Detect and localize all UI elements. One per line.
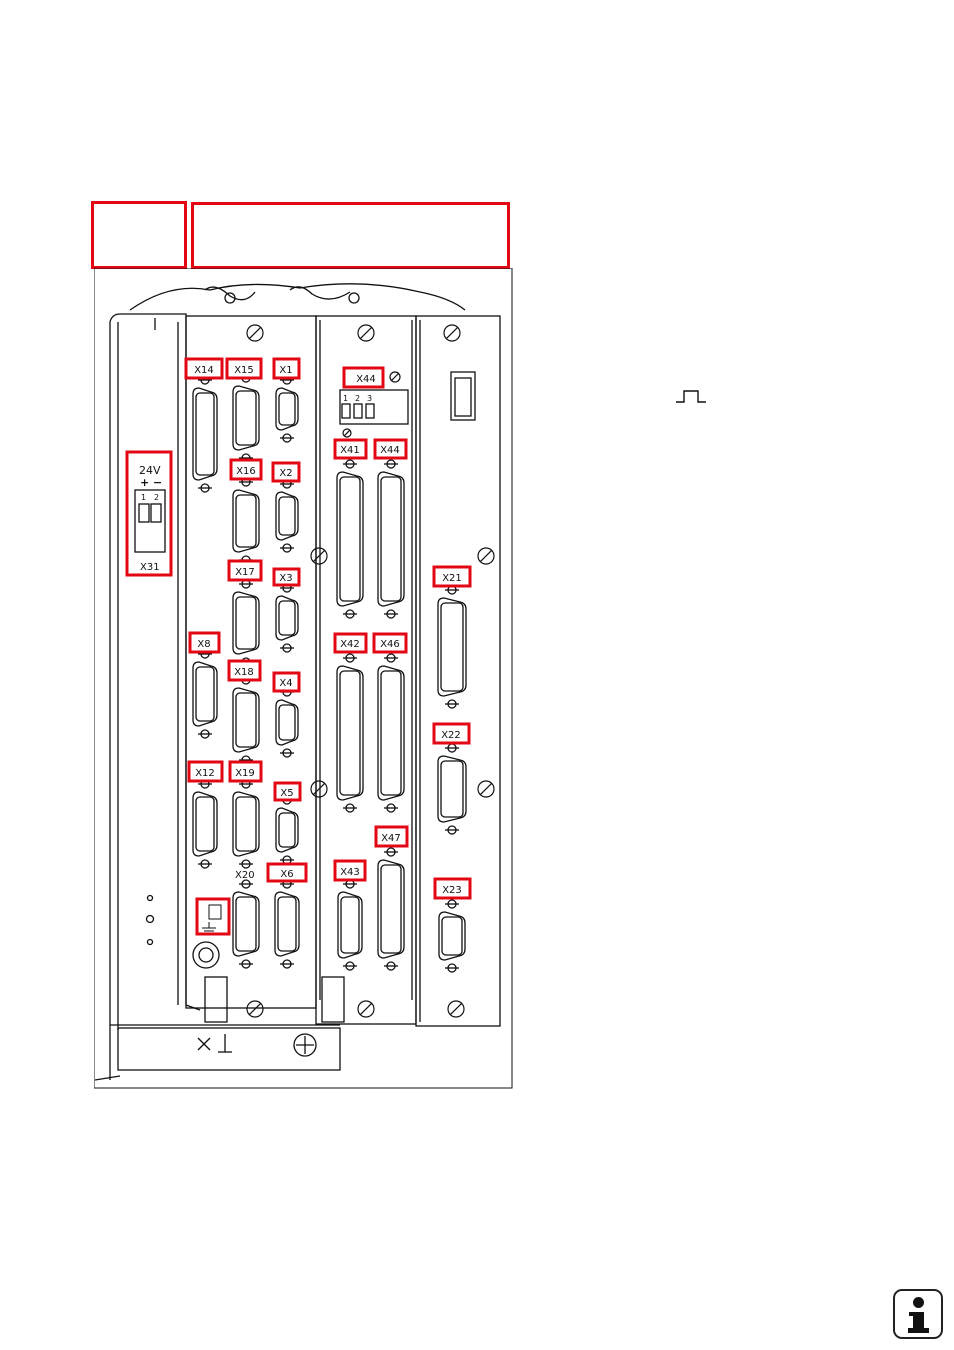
plug-x16 [232, 477, 260, 565]
screw-dip [389, 371, 401, 383]
connector-label-x15: X15 [234, 365, 254, 376]
plug-x19 [232, 779, 260, 869]
plug-x5 [275, 795, 299, 865]
connector-label-x17: X17 [235, 567, 255, 578]
plug-x18 [232, 675, 260, 765]
plug-x22 [437, 743, 467, 835]
connector-label-x20: X20 [235, 870, 255, 881]
info-icon [893, 1289, 943, 1339]
plug-x44 [377, 459, 405, 619]
plug-x4 [275, 687, 299, 758]
plug-x23 [438, 899, 466, 973]
connector-label-x18: X18 [234, 667, 254, 678]
header-box-left [91, 201, 187, 269]
plug-x17 [232, 579, 260, 667]
square-pulse-icon [676, 390, 706, 403]
plug-x1 [275, 375, 299, 443]
screw-slot3-top [443, 324, 461, 342]
panel-screws [246, 324, 495, 1018]
plug-x20 [232, 879, 260, 969]
screw-slot2-mid1 [310, 547, 328, 565]
connector-label-x43: X43 [340, 867, 360, 878]
connector-label-x44-top: X44 [356, 374, 376, 385]
screw-slot2-bottom [357, 1000, 375, 1018]
plug-x21 [437, 585, 467, 709]
connector-label-x46: X46 [380, 639, 400, 650]
connector-label-x3: X3 [279, 573, 292, 584]
plug-x41 [336, 459, 364, 619]
hardware-front-panel-diagram: 24V + − 1 2 X31 1 2 3 X20 X14 X15 X1 X16… [94, 268, 513, 1089]
power-pin-1: 1 [141, 493, 146, 502]
plug-x2 [275, 479, 299, 553]
screw-slot2-top [357, 324, 375, 342]
connector-label-x6: X6 [280, 869, 293, 880]
screw-slot3-mid1 [477, 547, 495, 565]
connector-label-x8: X8 [197, 639, 210, 650]
plug-x8 [192, 649, 218, 739]
connector-label-x19: X19 [235, 768, 255, 779]
plug-x12 [192, 779, 218, 869]
plug-x6 [274, 879, 300, 969]
connector-label-x1: X1 [279, 365, 292, 376]
connector-label-x23: X23 [442, 885, 462, 896]
connector-label-x12: X12 [195, 768, 215, 779]
header-box-right [191, 202, 510, 269]
power-terminal-name: X31 [140, 562, 160, 573]
connector-label-x47: X47 [381, 833, 401, 844]
plug-x3 [275, 583, 299, 653]
plug-x46 [377, 653, 405, 813]
screw-slot1-bottom [246, 1000, 264, 1018]
connector-label-x41: X41 [340, 445, 360, 456]
connector-label-x21: X21 [442, 573, 462, 584]
screw-slot1-top [246, 324, 264, 342]
connector-label-x14: X14 [194, 365, 214, 376]
connector-label-x22: X22 [441, 730, 461, 741]
dip-pin-2: 2 [355, 394, 360, 403]
connector-label-x42: X42 [340, 639, 360, 650]
connector-label-x4: X4 [279, 678, 292, 689]
screw-slot3-bottom [447, 1000, 465, 1018]
power-polarity-label: + − [140, 476, 162, 489]
plug-x14 [192, 375, 218, 493]
screw-slot3-mid2 [477, 780, 495, 798]
plug-x42 [336, 653, 364, 813]
dip-pin-1: 1 [343, 394, 348, 403]
plug-x43 [337, 879, 363, 971]
power-voltage-label: 24V [139, 464, 161, 477]
connector-label-x16: X16 [236, 466, 256, 477]
ground-icon [195, 897, 231, 936]
connector-label-x5: X5 [280, 788, 293, 799]
connector-label-x2: X2 [279, 468, 292, 479]
power-pin-2: 2 [154, 493, 159, 502]
screw-slot2-mid2 [310, 780, 328, 798]
dip-pin-3: 3 [367, 394, 372, 403]
x31-terminal-highlight [125, 450, 173, 577]
screw-dip-low [342, 428, 352, 438]
connector-label-x44: X44 [380, 445, 400, 456]
plug-x47 [377, 847, 405, 971]
plug-x15 [232, 373, 260, 463]
